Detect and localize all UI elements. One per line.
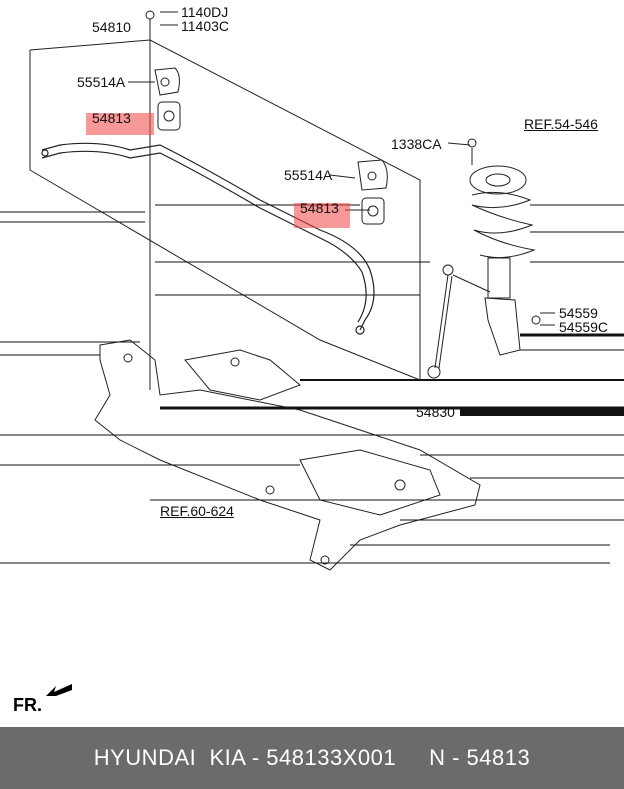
callout-stabilizer-bar[interactable]: 54810 (92, 19, 131, 35)
bushing-lower (361, 197, 385, 225)
stabilizer-bar (41, 142, 375, 335)
callout-ref-strut[interactable]: REF.54-546 (524, 116, 598, 132)
highlight-bushing-lower (294, 203, 350, 228)
callout-bracket-lower[interactable]: 55514A (284, 167, 333, 183)
highlight-bushing-upper (86, 113, 154, 135)
bushing-upper (157, 101, 181, 131)
callout-link-nut-2[interactable]: 54559C (559, 319, 609, 335)
callout-link-nut-1[interactable]: 54559 (559, 305, 598, 321)
stabilizer-link (427, 264, 541, 379)
callout-bushing-upper[interactable]: 54813 (92, 110, 131, 126)
callout-bolt-1[interactable]: 1140DJ (181, 4, 229, 20)
footer-text: HYUNDAI KIA - 548133X001 N - 54813 (93, 745, 531, 770)
front-arrow-icon (46, 684, 72, 696)
part-number-footer: HYUNDAI KIA - 548133X001 N - 54813 (0, 727, 624, 789)
callout-link[interactable]: 54830 (416, 404, 455, 420)
callout-bushing-lower[interactable]: 54813 (300, 200, 339, 216)
strut-assembly (467, 138, 536, 356)
scan-lines (0, 204, 624, 564)
bolt-1140dj (145, 10, 155, 390)
callout-ref-subframe[interactable]: REF.60-624 (160, 503, 234, 519)
parts-diagram: 1140DJ 11403C 54810 55514A 54813 55514A … (0, 4, 624, 715)
callout-bracket-upper[interactable]: 55514A (77, 74, 126, 90)
parts-diagram-drawing (0, 10, 624, 571)
callout-nut[interactable]: 1338CA (391, 136, 442, 152)
callout-bolt-2[interactable]: 11403C (181, 18, 230, 34)
front-orientation-label: FR. (13, 695, 42, 715)
bracket-lower (357, 159, 388, 191)
bracket-upper (154, 67, 180, 96)
